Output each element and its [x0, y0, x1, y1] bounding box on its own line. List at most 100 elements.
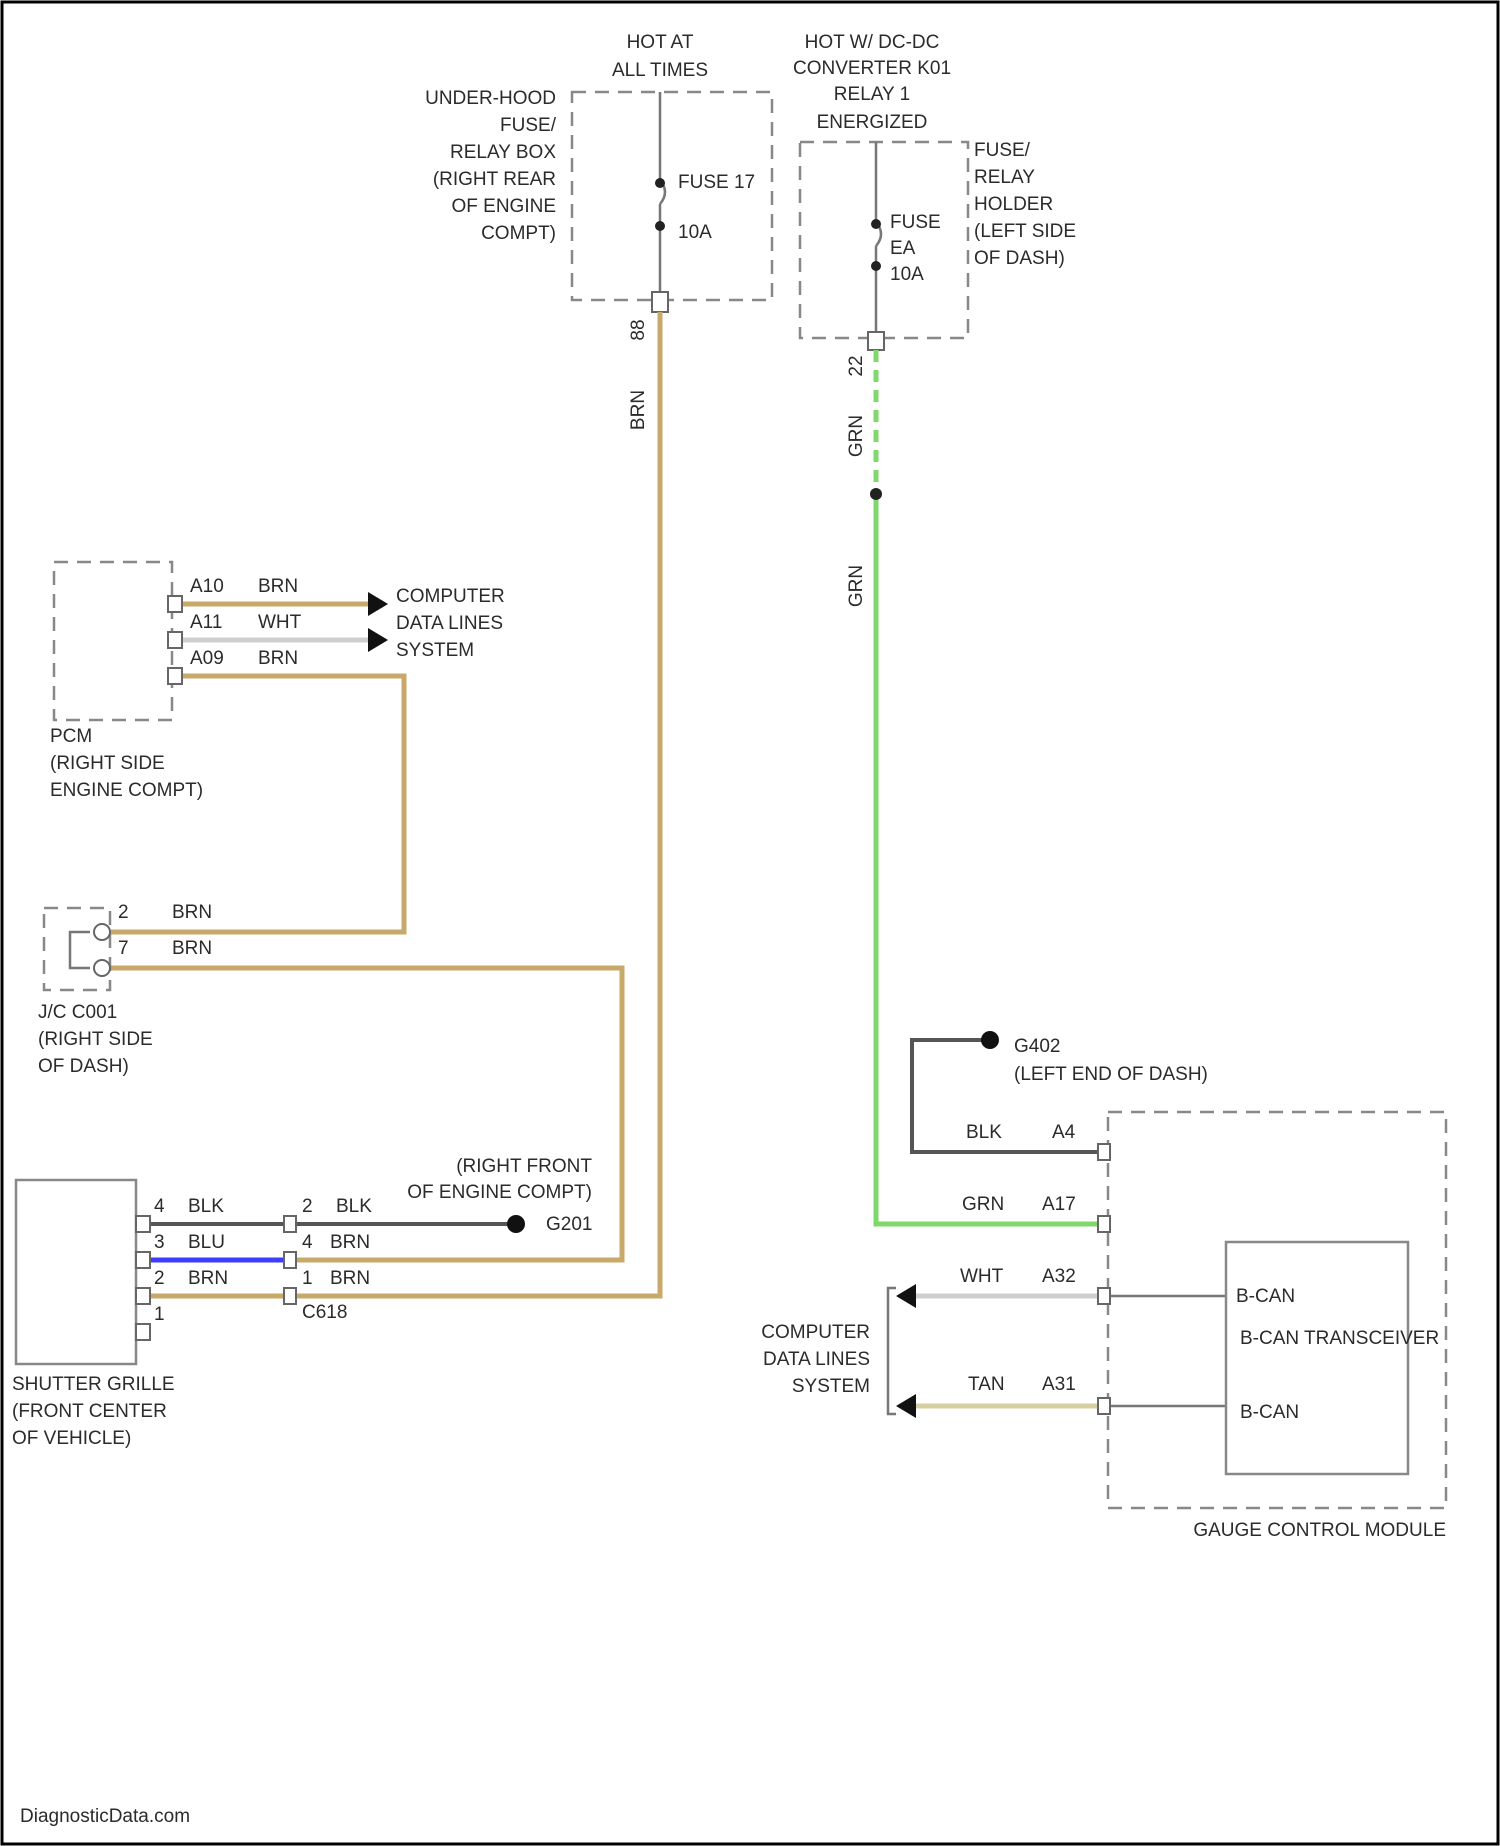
gauge-module-name: GAUGE CONTROL MODULE — [1193, 1520, 1446, 1541]
fuse-box-2-supply-line-4: ENERGIZED — [817, 112, 928, 133]
jc-c001-bridge — [70, 932, 90, 968]
grille-left-pin-3-label: 3 — [154, 1232, 165, 1253]
fuse-box-2-name-line-5: OF DASH) — [974, 248, 1065, 269]
fuse-box-2-outline — [800, 142, 968, 338]
fuse-box-2-pin: 22 — [846, 355, 867, 376]
fuse-box-2-wire-color-upper: GRN — [846, 415, 867, 457]
fuse-17-terminal-bottom — [655, 221, 665, 231]
jc-c001-pin-7-label: 7 — [118, 938, 129, 959]
pcm-pin-a10-label: A10 — [190, 576, 224, 597]
fuse-box-1-name-line-2: FUSE/ — [500, 115, 557, 136]
pcm: A10 BRN A11 WHT A09 BRN COMPUTER DATA LI… — [50, 562, 505, 801]
pcm-pin-a11-label: A11 — [190, 612, 222, 633]
gauge-pin-a31-label: A31 — [1042, 1374, 1076, 1395]
jc-c001-pin-2 — [94, 924, 110, 940]
shutter-grille: 4 BLK 3 BLU 2 BRN 1 2 BLK 4 BRN 1 BRN C6… — [12, 1156, 592, 1449]
ground-g201-location-line-2: OF ENGINE COMPT) — [407, 1182, 592, 1203]
gauge-pin-a4-label: A4 — [1052, 1122, 1076, 1143]
grille-left-pin-1-label: 1 — [154, 1304, 165, 1325]
bcan-low-label: B-CAN — [1240, 1402, 1299, 1423]
fuse-box-2-wire-color-lower: GRN — [846, 565, 867, 607]
ground-g201-location-line-1: (RIGHT FRONT — [456, 1156, 592, 1177]
fuse-box-1-name-line-6: COMPT) — [481, 223, 556, 244]
jc-c001: 2 BRN 7 BRN J/C C001 (RIGHT SIDE OF DASH… — [38, 902, 212, 1077]
pcm-pin-a10 — [168, 596, 182, 612]
jc-c001-pin-7 — [94, 960, 110, 976]
grille-connector-label: C618 — [302, 1302, 347, 1323]
bcan-high-label: B-CAN — [1236, 1286, 1295, 1307]
grille-left-pin-4 — [136, 1216, 150, 1232]
bcan-transceiver-label: B-CAN TRANSCEIVER — [1240, 1328, 1439, 1349]
fuse-17-rating: 10A — [678, 222, 712, 243]
gauge-destination-line-2: DATA LINES — [763, 1349, 870, 1370]
grille-left-pin-4-label: 4 — [154, 1196, 165, 1217]
pcm-name-line-3: ENGINE COMPT) — [50, 780, 203, 801]
grille-right-pin-4 — [284, 1252, 296, 1268]
arrow-pcm-a11 — [368, 628, 388, 652]
grille-name-line-1: SHUTTER GRILLE — [12, 1374, 175, 1395]
fuse-ea-label-line-3: 10A — [890, 264, 924, 285]
grille-name-line-3: OF VEHICLE) — [12, 1428, 131, 1449]
grille-left-pin-1 — [136, 1324, 150, 1340]
fuse-box-1-pin-connector — [652, 292, 668, 312]
gauge-pin-a17-label: A17 — [1042, 1194, 1076, 1215]
gauge-pin-a32 — [1098, 1288, 1110, 1304]
footer-watermark: DiagnosticData.com — [20, 1806, 190, 1827]
grille-right-pin-4-color: BRN — [330, 1232, 370, 1253]
gauge-pin-a31 — [1098, 1398, 1110, 1414]
grille-right-pin-1-label: 1 — [302, 1268, 313, 1289]
fuse-ea-terminal-bottom — [871, 261, 881, 271]
fuse-17-terminal-top — [655, 178, 665, 188]
fuse-box-2-name-line-2: RELAY — [974, 167, 1035, 188]
grille-right-pin-2 — [284, 1216, 296, 1232]
ground-g201-icon — [507, 1215, 525, 1233]
jc-c001-pin-7-color: BRN — [172, 938, 212, 959]
jc-c001-name-line-1: J/C C001 — [38, 1002, 117, 1023]
pcm-pin-a11 — [168, 632, 182, 648]
jc-c001-name-line-3: OF DASH) — [38, 1056, 129, 1077]
fuse-box-1: HOT AT ALL TIMES UNDER-HOOD FUSE/ RELAY … — [425, 32, 772, 430]
gauge-pin-a32-label: A32 — [1042, 1266, 1076, 1287]
fuse-box-2-supply-line-3: RELAY 1 — [834, 84, 910, 105]
grille-right-pin-2-label: 2 — [302, 1196, 313, 1217]
fuse-ea-label-line-1: FUSE — [890, 212, 941, 233]
pcm-pin-a11-color: WHT — [258, 612, 302, 633]
pcm-destination-line-2: DATA LINES — [396, 613, 503, 634]
ground-g402-location: (LEFT END OF DASH) — [1014, 1064, 1208, 1085]
grille-left-pin-3 — [136, 1252, 150, 1268]
arrow-gauge-a31 — [896, 1394, 916, 1418]
wire-fuse-ea-to-gauge-a17 — [876, 500, 1100, 1224]
fuse-box-1-name-line-1: UNDER-HOOD — [425, 88, 556, 109]
fuse-ea-terminal-top — [871, 219, 881, 229]
fuse-box-2-supply-line-2: CONVERTER K01 — [793, 58, 951, 79]
bcan-transceiver-box — [1226, 1242, 1408, 1474]
fuse-box-1-name-line-4: (RIGHT REAR — [433, 169, 556, 190]
pcm-outline — [54, 562, 172, 720]
pcm-destination-line-1: COMPUTER — [396, 586, 505, 607]
ground-g201-label: G201 — [546, 1214, 592, 1235]
fuse-box-2-pin-connector — [868, 332, 884, 350]
fuse-box-2-name-line-4: (LEFT SIDE — [974, 221, 1076, 242]
grille-right-pin-1-color: BRN — [330, 1268, 370, 1289]
gauge-pin-a32-color: WHT — [960, 1266, 1004, 1287]
fuse-box-2-name-line-1: FUSE/ — [974, 140, 1031, 161]
fuse-box-1-wire-color: BRN — [628, 390, 649, 430]
fuse-ea-label-line-2: EA — [890, 238, 916, 259]
grille-right-pin-1 — [284, 1288, 296, 1304]
wire-pcm-a09-to-jc-2 — [108, 676, 404, 932]
gauge-pin-a17 — [1098, 1216, 1110, 1232]
grille-left-pin-4-color: BLK — [188, 1196, 224, 1217]
jc-c001-pin-2-label: 2 — [118, 902, 129, 923]
pcm-destination-line-3: SYSTEM — [396, 640, 474, 661]
pcm-name-line-2: (RIGHT SIDE — [50, 753, 165, 774]
jc-c001-name-line-2: (RIGHT SIDE — [38, 1029, 153, 1050]
fuse-box-2-name-line-3: HOLDER — [974, 194, 1053, 215]
ground-g402-label: G402 — [1014, 1036, 1060, 1057]
gauge-control-module: G402 (LEFT END OF DASH) BLK A4 GRN A17 W… — [761, 1031, 1446, 1541]
grille-left-pin-2 — [136, 1288, 150, 1304]
pcm-pin-a09-color: BRN — [258, 648, 298, 669]
gauge-destination-line-3: SYSTEM — [792, 1376, 870, 1397]
shutter-grille-body — [16, 1180, 136, 1364]
